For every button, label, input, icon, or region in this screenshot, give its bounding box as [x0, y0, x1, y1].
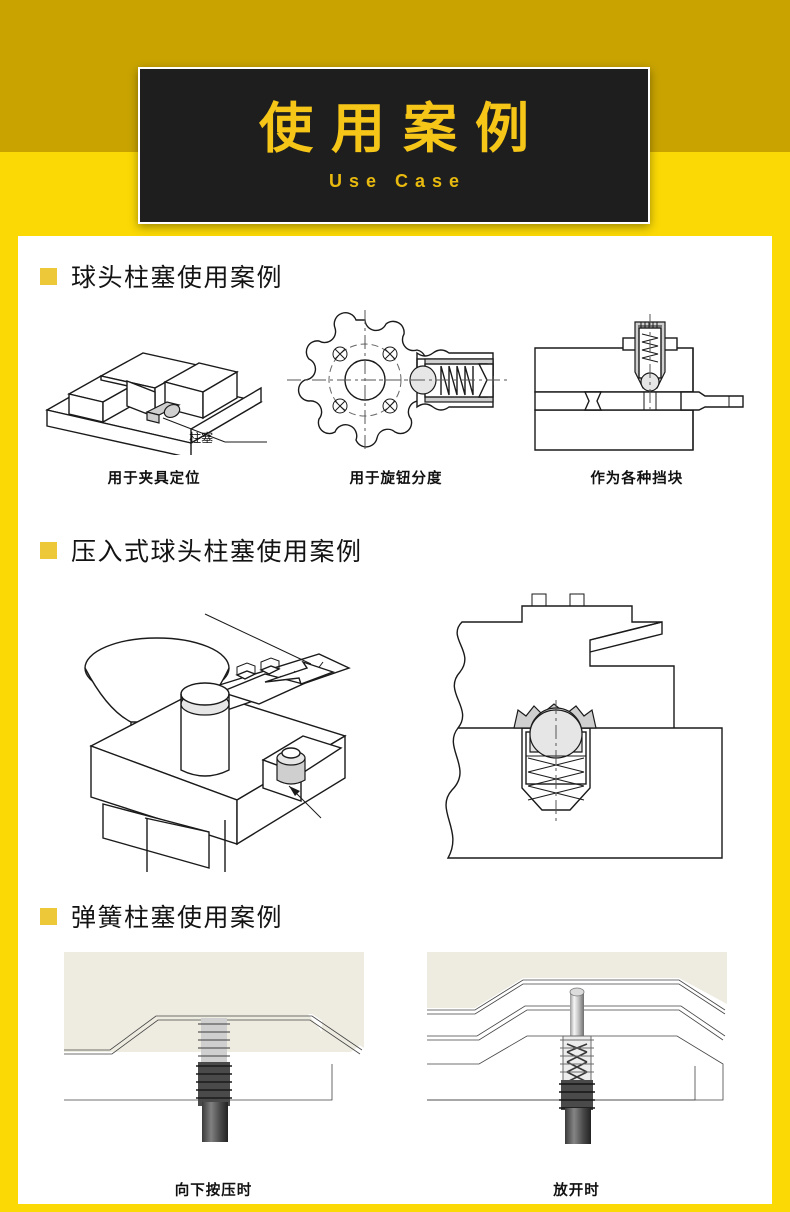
figure-row-1: 柱塞 用于夹具定位	[18, 310, 772, 488]
press-fit-iso-drawing	[83, 613, 351, 872]
figure-caption: 作为各种挡块	[590, 471, 684, 487]
figure-press-fit-section-view	[422, 582, 742, 872]
section-title-text: 球头柱塞使用案例	[71, 263, 284, 292]
various-stoppers-drawing	[534, 314, 744, 451]
figure-knob-indexing: 用于旋钮分度	[283, 310, 508, 488]
content-card: 球头柱塞使用案例	[18, 236, 772, 1204]
knob-indexing-drawing	[287, 310, 508, 450]
bullet-square-icon	[40, 907, 57, 925]
bullet-square-icon	[40, 267, 57, 285]
figure-row-3: 向下按压时	[18, 952, 772, 1200]
section-heading-press-fit: 压入式球头柱塞使用案例	[18, 532, 772, 568]
section-heading-spring-plunger: 弹簧柱塞使用案例	[18, 898, 772, 934]
bottom-yellow-band	[0, 1204, 790, 1212]
section-heading-ball-plunger: 球头柱塞使用案例	[18, 258, 772, 294]
figure-row-2	[18, 582, 772, 872]
figure-caption: 向下按压时	[174, 1183, 253, 1199]
section-title-text: 弹簧柱塞使用案例	[71, 903, 284, 932]
figure-fixture-positioning: 柱塞 用于夹具定位	[39, 310, 269, 488]
figure-various-stoppers: 作为各种挡块	[523, 310, 751, 488]
released-drawing	[426, 952, 727, 1144]
page-title-english: Use Case	[328, 171, 467, 192]
page-title-chinese: 使用案例	[259, 96, 547, 160]
bullet-square-icon	[40, 541, 57, 559]
fixture-positioning-drawing	[45, 352, 268, 455]
figure-press-fit-iso-view	[49, 582, 389, 872]
figure-caption: 用于旋钮分度	[349, 471, 443, 487]
figure-caption: 放开时	[553, 1183, 600, 1199]
figure-released: 放开时	[426, 952, 727, 1200]
figure-caption: 用于夹具定位	[107, 471, 201, 487]
annotation-plunger-label: 柱塞	[189, 431, 214, 445]
figure-pressed-down: 向下按压时	[63, 952, 364, 1200]
section-title-text: 压入式球头柱塞使用案例	[71, 537, 363, 566]
press-fit-section-drawing	[445, 593, 723, 859]
pressed-down-drawing	[63, 952, 364, 1142]
title-plaque: 使用案例 Use Case	[138, 67, 650, 224]
